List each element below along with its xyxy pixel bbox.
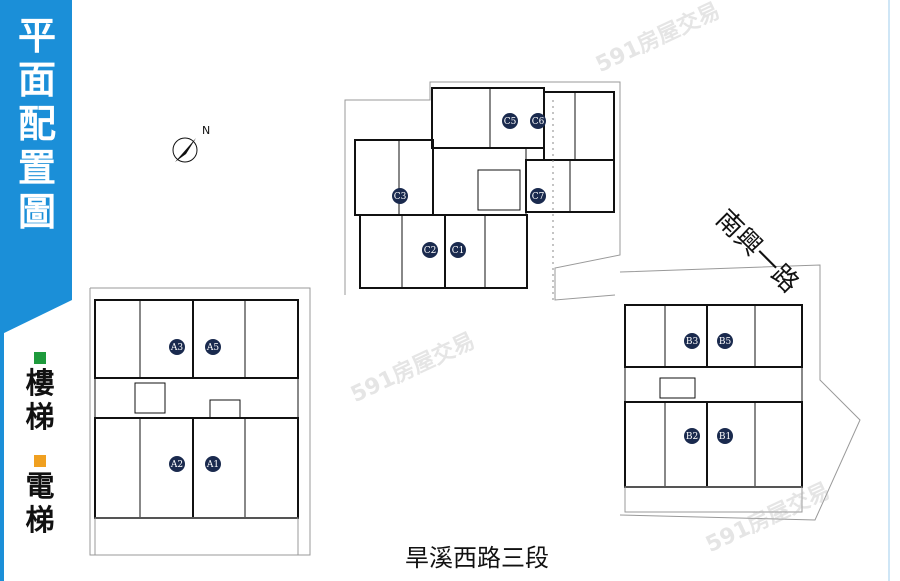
svg-text:A2: A2: [170, 460, 183, 470]
svg-text:C1: C1: [452, 246, 465, 256]
title-char: 圖: [17, 190, 56, 234]
svg-text:B1: B1: [719, 432, 731, 442]
legend-stairs: 樓 梯: [20, 352, 60, 434]
svg-text:C5: C5: [504, 117, 517, 127]
sidebar-banner: [0, 0, 72, 335]
legend-label: 樓: [25, 366, 55, 400]
svg-text:C7: C7: [532, 192, 545, 202]
unit-b2: B2: [684, 428, 700, 444]
unit-b1: B1: [717, 428, 733, 444]
svg-text:B3: B3: [686, 337, 699, 347]
unit-c6: C6: [530, 113, 546, 129]
road-label-bottom: 旱溪西路三段: [405, 544, 549, 572]
svg-text:B5: B5: [719, 337, 732, 347]
legend-elevator: 電 梯: [20, 455, 60, 537]
building-b: [624, 304, 803, 513]
title-char: 平: [17, 14, 56, 58]
svg-text:C2: C2: [424, 246, 437, 256]
svg-text:C3: C3: [394, 192, 407, 202]
unit-a5: A5: [205, 339, 221, 355]
svg-text:A1: A1: [206, 460, 219, 470]
unit-b3: B3: [684, 333, 700, 349]
unit-a3: A3: [169, 339, 185, 355]
unit-c2: C2: [422, 242, 438, 258]
unit-b5: B5: [717, 333, 733, 349]
legend-label: 梯: [25, 400, 55, 434]
unit-c7: C7: [530, 188, 546, 204]
unit-c5: C5: [502, 113, 518, 129]
unit-a1: A1: [205, 456, 221, 472]
title-char: 配: [17, 102, 56, 146]
right-border: [888, 0, 890, 581]
unit-c1: C1: [450, 242, 466, 258]
building-c: [354, 87, 615, 300]
elevator-swatch: [34, 455, 46, 467]
compass-label: N: [202, 124, 210, 137]
svg-text:A5: A5: [206, 343, 219, 353]
north-compass-icon: [172, 137, 198, 163]
unit-a2: A2: [169, 456, 185, 472]
left-border: [0, 300, 4, 581]
title-char: 面: [17, 58, 56, 102]
svg-text:B2: B2: [686, 432, 698, 442]
legend-label: 電: [25, 469, 55, 503]
legend-label: 梯: [25, 503, 55, 537]
svg-text:A3: A3: [170, 343, 183, 353]
svg-text:C6: C6: [532, 117, 545, 127]
stairs-swatch: [34, 352, 46, 364]
unit-c3: C3: [392, 188, 408, 204]
title-char: 置: [17, 146, 56, 190]
building-a: [94, 299, 299, 556]
